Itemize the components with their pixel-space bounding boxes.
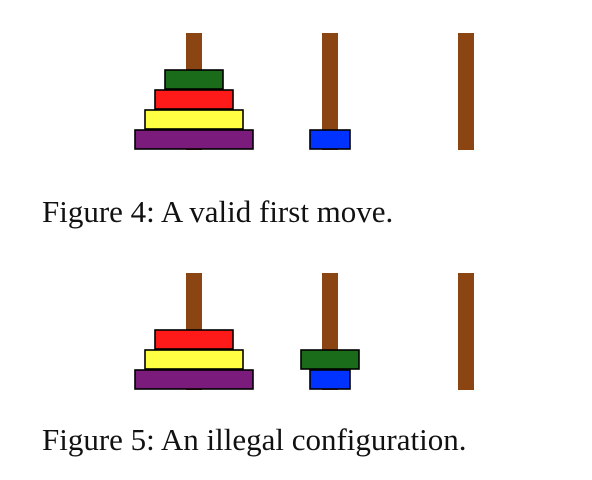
disc-blue [309,129,351,150]
disc-yellow [144,349,244,370]
disc-red [154,89,234,110]
disc-red [154,329,234,350]
disc-purple [134,129,254,150]
peg-3 [458,273,474,390]
figure-caption: Figure 5: An illegal configuration. [42,422,467,457]
figure-4: Figure 4: A valid first move. [42,33,474,229]
hanoi-diagram [134,33,474,150]
disc-green [164,69,224,90]
disc-green [300,349,360,370]
peg-3 [458,33,474,150]
disc-yellow [144,109,244,130]
figure-caption: Figure 4: A valid first move. [42,194,394,229]
figure-5: Figure 5: An illegal configuration. [0,240,592,480]
disc-blue [309,369,351,390]
hanoi-diagram [134,273,474,390]
peg-2 [322,33,338,150]
disc-purple [134,369,254,390]
